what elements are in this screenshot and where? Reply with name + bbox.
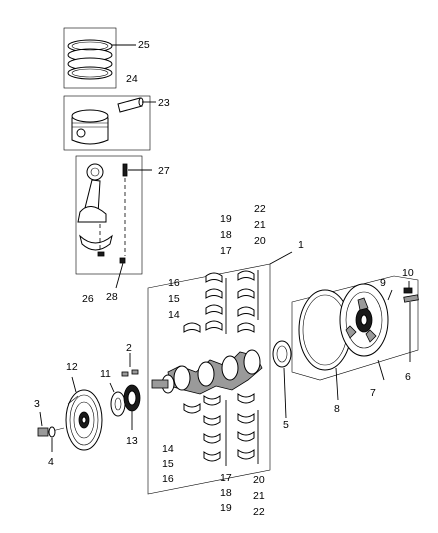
callout-8: 8 bbox=[334, 403, 340, 415]
rear-seal-illustration bbox=[272, 340, 292, 419]
callout-14-top: 14 bbox=[168, 309, 180, 321]
callout-22-bottom: 22 bbox=[253, 506, 265, 518]
callout-10: 10 bbox=[402, 267, 414, 279]
callout-18-top: 18 bbox=[220, 229, 232, 241]
callout-14-bottom: 14 bbox=[162, 443, 174, 455]
callout-13: 13 bbox=[126, 435, 138, 447]
callout-9: 9 bbox=[380, 277, 386, 289]
callout-20-top: 20 bbox=[254, 235, 266, 247]
callout-25: 25 bbox=[138, 39, 150, 51]
callout-21-bottom: 21 bbox=[253, 490, 265, 502]
callout-1: 1 bbox=[298, 239, 304, 251]
callout-3: 3 bbox=[34, 398, 40, 410]
callout-16-bottom: 16 bbox=[162, 473, 174, 485]
piston-rings-illustration bbox=[63, 27, 136, 89]
callout-2: 2 bbox=[126, 342, 132, 354]
callout-28: 28 bbox=[106, 291, 118, 303]
callout-23: 23 bbox=[158, 97, 170, 109]
piston-illustration bbox=[63, 95, 156, 151]
callout-11: 11 bbox=[100, 368, 111, 380]
crankshaft bbox=[151, 349, 263, 395]
callout-17-top: 17 bbox=[220, 245, 232, 257]
callout-24: 24 bbox=[126, 73, 138, 85]
callout-12: 12 bbox=[66, 361, 78, 373]
callout-6: 6 bbox=[405, 371, 411, 383]
callout-22-top: 22 bbox=[254, 203, 266, 215]
flywheel-panel bbox=[291, 275, 419, 401]
callout-18-bottom: 18 bbox=[220, 487, 232, 499]
callout-17-bottom: 17 bbox=[220, 472, 232, 484]
callout-19-top: 19 bbox=[220, 213, 232, 225]
callout-15-bottom: 15 bbox=[162, 458, 174, 470]
callout-7: 7 bbox=[370, 387, 376, 399]
callout-labels: 25 24 23 27 26 28 19 18 17 22 21 20 1 16… bbox=[34, 39, 414, 518]
connecting-rod-illustration bbox=[75, 155, 152, 289]
callout-27: 27 bbox=[158, 165, 170, 177]
callout-4: 4 bbox=[48, 456, 54, 468]
callout-15-top: 15 bbox=[168, 293, 180, 305]
callout-5: 5 bbox=[283, 419, 289, 431]
callout-20-bottom: 20 bbox=[253, 474, 265, 486]
crankshaft-panel bbox=[147, 251, 293, 495]
callout-21-top: 21 bbox=[254, 219, 266, 231]
callout-16-top: 16 bbox=[168, 277, 180, 289]
front-pulley-group bbox=[37, 353, 141, 452]
lower-bearing-shells bbox=[183, 393, 259, 466]
upper-bearing-shells bbox=[183, 270, 259, 334]
callout-19-bottom: 19 bbox=[220, 502, 232, 514]
callout-26: 26 bbox=[82, 293, 94, 305]
